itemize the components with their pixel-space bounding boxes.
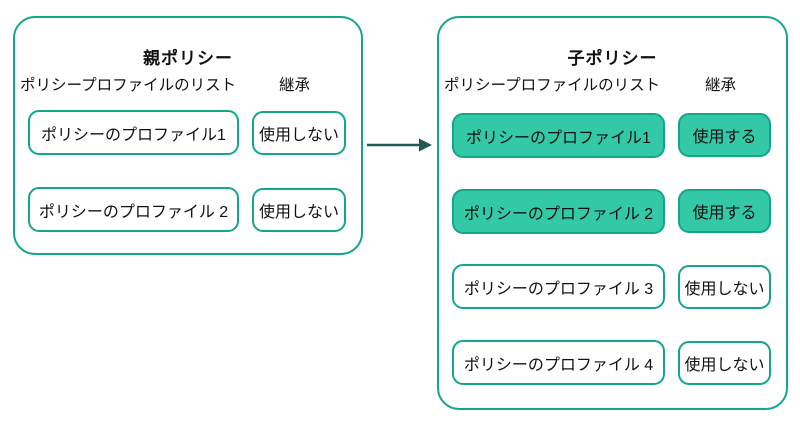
parent-policy-panel: 親ポリシー ポリシープロファイルのリスト 継承 ポリシーのプロファイル1 使用し… <box>13 16 363 255</box>
parent-inherit-2-pill: 使用しない <box>252 188 346 232</box>
child-profile-3-pill: ポリシーのプロファイル 3 <box>452 264 665 309</box>
child-profile-1-pill: ポリシーのプロファイル1 <box>452 113 665 158</box>
parent-inheritance-label: 継承 <box>279 77 311 94</box>
child-inheritance-label: 継承 <box>705 77 737 94</box>
child-profile-4-pill: ポリシーのプロファイル 4 <box>452 340 665 385</box>
parent-profile-2-pill: ポリシーのプロファイル 2 <box>28 187 239 232</box>
parent-profile-list-label: ポリシープロファイルのリスト <box>20 77 237 94</box>
child-inherit-2-pill: 使用する <box>678 189 771 233</box>
child-policy-title: 子ポリシー <box>567 49 658 68</box>
child-inherit-4-pill: 使用しない <box>678 341 771 385</box>
child-profile-list-label: ポリシープロファイルのリスト <box>444 77 661 94</box>
child-profile-2-pill: ポリシーのプロファイル 2 <box>452 189 665 234</box>
parent-inherit-1-pill: 使用しない <box>252 111 346 155</box>
child-inherit-3-pill: 使用しない <box>678 265 771 309</box>
parent-profile-1-pill: ポリシーのプロファイル1 <box>28 110 239 155</box>
child-inherit-1-pill: 使用する <box>678 113 771 157</box>
child-policy-panel: 子ポリシー ポリシープロファイルのリスト 継承 ポリシーのプロファイル1 使用す… <box>437 16 788 410</box>
parent-policy-title: 親ポリシー <box>143 49 233 68</box>
inheritance-arrow-icon <box>366 134 434 156</box>
